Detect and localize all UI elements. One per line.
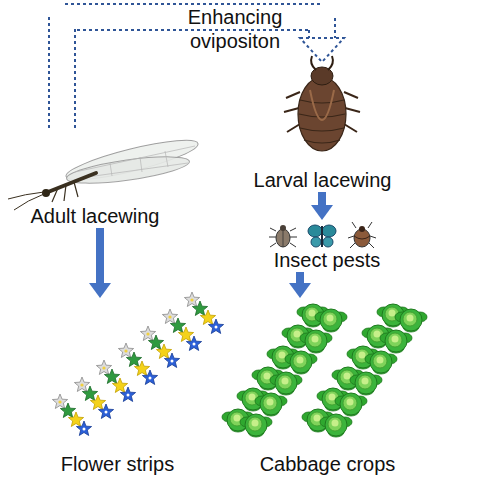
flow-arrow — [311, 192, 333, 220]
arrow-shaft — [318, 192, 326, 207]
flow-arrow — [89, 228, 111, 298]
node-label: Flower strips — [61, 452, 174, 476]
labelled-illustration: Insect pests — [262, 220, 392, 272]
insect-pest-icons — [269, 222, 376, 248]
node-label: Larval lacewing — [254, 168, 392, 192]
labelled-illustration: Cabbage crops — [245, 298, 410, 476]
larval-lacewing-illustration — [284, 56, 360, 151]
arrow-head — [311, 205, 333, 220]
edge-label: Enhancing ovipositon — [170, 5, 300, 53]
adult-lacewing-illustration — [8, 133, 201, 210]
arrow-head — [300, 38, 344, 62]
labelled-illustration: Flower strips — [40, 298, 195, 476]
arrow-head — [89, 283, 111, 298]
labelled-illustration: Adult lacewing — [10, 128, 180, 228]
flow-arrow — [289, 272, 311, 298]
node-label: Adult lacewing — [31, 204, 160, 228]
labelled-illustration: Larval lacewing — [245, 62, 400, 192]
flower-strip-illustration — [52, 292, 223, 435]
node-label: Insect pests — [274, 248, 381, 272]
node-label: Cabbage crops — [260, 452, 396, 476]
arrow-head — [289, 283, 311, 298]
cabbage-crop-illustration — [222, 304, 427, 437]
arrow-shaft — [96, 228, 104, 285]
